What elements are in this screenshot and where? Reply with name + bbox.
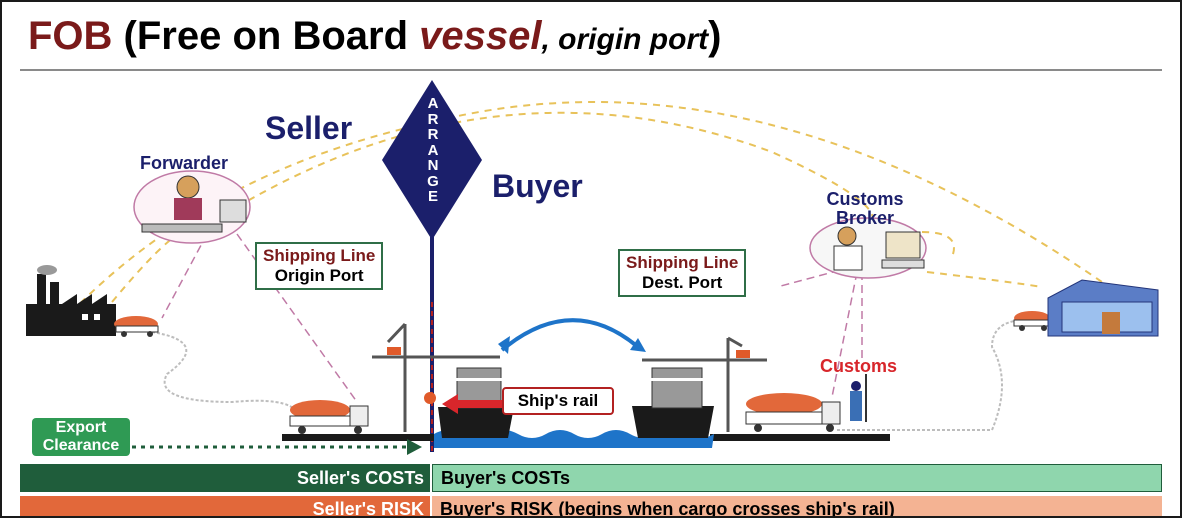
dest-ship-icon bbox=[632, 367, 714, 438]
export-clearance-label: Export Clearance bbox=[32, 418, 130, 456]
customs-broker-label: Customs Broker bbox=[826, 189, 904, 228]
route-truck-to-warehouse bbox=[837, 319, 1023, 431]
buyer-label: Buyer bbox=[492, 168, 583, 204]
factory-icon bbox=[26, 265, 116, 336]
broker-arc bbox=[921, 231, 955, 258]
customs-officer-icon bbox=[850, 374, 867, 422]
origin-crane-icon bbox=[372, 322, 500, 432]
dest-shipping-line: Shipping Line bbox=[626, 253, 739, 272]
dest-shipping-line-box: Shipping Line Dest. Port bbox=[618, 249, 747, 297]
route-factory-to-truck bbox=[151, 331, 298, 413]
forwarder-label: Forwarder bbox=[140, 153, 229, 173]
page-title: FOB (Free on Board vessel, origin port) bbox=[28, 12, 721, 64]
buyer-risk: Buyer's RISK (begins when cargo crosses … bbox=[432, 496, 1162, 516]
customs-label: Customs bbox=[820, 356, 898, 376]
title-free-on-board: (Free on Board bbox=[112, 14, 420, 58]
dest-port: Dest. Port bbox=[642, 273, 723, 292]
dest-truck-icon bbox=[745, 393, 841, 432]
origin-shipping-line: Shipping Line bbox=[263, 246, 376, 265]
arrange-diamond bbox=[382, 80, 482, 240]
origin-shipping-line-box: Shipping Line Origin Port bbox=[255, 242, 384, 290]
sea-transit-arrowhead bbox=[630, 338, 646, 352]
title-vessel: vessel bbox=[419, 14, 542, 58]
ships-rail-arrow bbox=[442, 394, 502, 414]
title-paren-close: ) bbox=[708, 14, 722, 58]
broker-link-2 bbox=[831, 271, 858, 398]
ships-rail-label: Ship's rail bbox=[502, 387, 614, 415]
warehouse-icon bbox=[1047, 279, 1159, 337]
dest-dock bbox=[710, 434, 890, 441]
arrange-arc-outer bbox=[61, 101, 1103, 323]
factory-truck-icon bbox=[114, 316, 159, 337]
origin-truck-icon bbox=[289, 400, 369, 434]
warehouse-truck-icon bbox=[1013, 311, 1051, 331]
seller-risk: Seller's RISK bbox=[20, 496, 430, 516]
seller-costs: Seller's COSTs bbox=[20, 464, 430, 492]
forwarder-icon bbox=[133, 170, 251, 244]
title-divider bbox=[20, 69, 1162, 71]
origin-dock bbox=[282, 434, 434, 441]
origin-port: Origin Port bbox=[274, 266, 364, 285]
buyer-costs: Buyer's COSTs bbox=[432, 464, 1162, 492]
arrange-label: ARRANGE bbox=[427, 95, 439, 205]
sea-transit-arrow bbox=[500, 318, 640, 352]
buyer-link bbox=[926, 271, 1043, 288]
dest-crane-icon bbox=[642, 336, 767, 432]
risk-bar: Seller's RISK Buyer's RISK (begins when … bbox=[20, 496, 1162, 516]
factory-link bbox=[111, 231, 183, 303]
costs-bar: Seller's COSTs Buyer's COSTs bbox=[20, 464, 1162, 492]
seller-label: Seller bbox=[265, 110, 353, 146]
title-origin-port: , origin port bbox=[541, 23, 709, 56]
forwarder-link-2 bbox=[236, 233, 358, 403]
arrange-arc-inner bbox=[236, 111, 874, 223]
customs-broker-icon bbox=[809, 217, 927, 279]
sea-transit-tail bbox=[498, 336, 510, 354]
forwarder-link-1 bbox=[161, 233, 208, 319]
title-fob: FOB bbox=[28, 14, 113, 58]
export-clearance-arrowhead bbox=[407, 439, 422, 455]
